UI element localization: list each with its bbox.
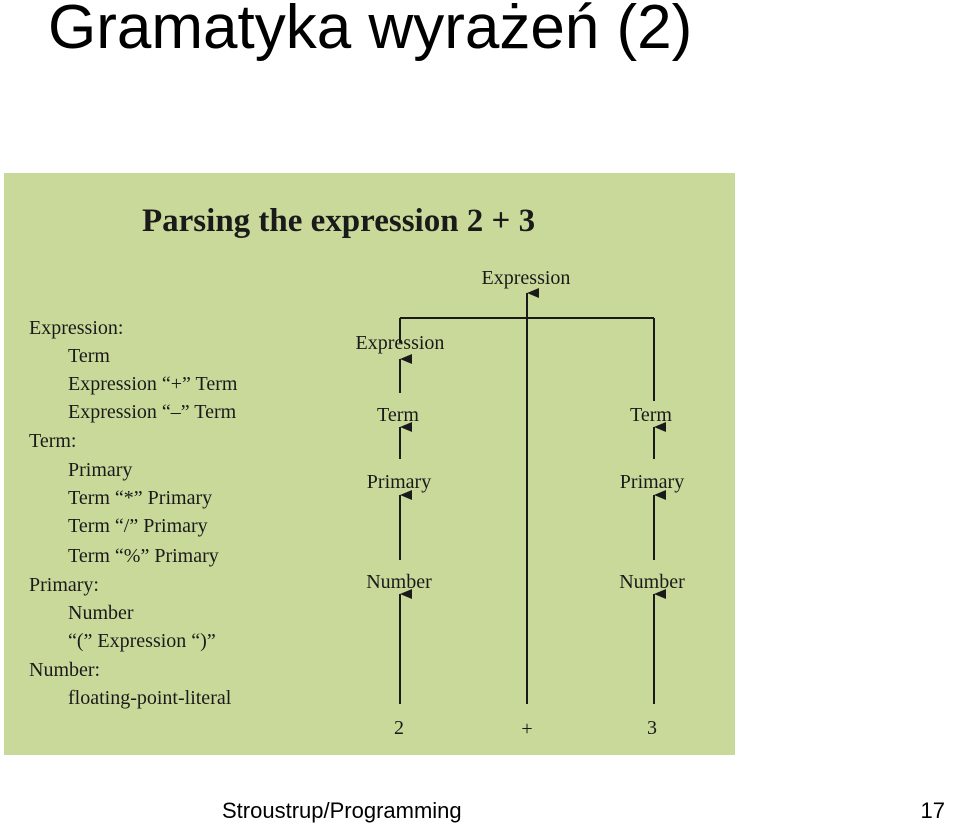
tree-node-primary: Primary (620, 471, 684, 493)
tree-node-term: Term (630, 404, 672, 426)
token-3: 3 (647, 717, 657, 739)
slide-title: Gramatyka wyrażeń (2) (48, 0, 693, 62)
grammar-rule-number: Number: (29, 659, 100, 681)
parse-tree-nodes: Expression Expression Term Primary Numbe… (356, 267, 686, 740)
grammar-alternative: floating-point-literal (68, 687, 232, 709)
parse-diagram: Parsing the expression 2 + 3 Expression:… (4, 173, 735, 755)
grammar-alternative: Term (68, 345, 110, 367)
grammar-alternative: “(” Expression “)” (68, 630, 216, 652)
token-plus: + (521, 718, 532, 740)
grammar-alternative: Number (68, 602, 134, 624)
parse-tree-edges (399, 288, 666, 704)
grammar-alternative: Primary (68, 459, 132, 481)
tree-node-number: Number (619, 571, 685, 593)
token-2: 2 (394, 717, 404, 739)
grammar-alternative: Expression “+” Term (68, 373, 238, 395)
tree-node-root-expression: Expression (482, 267, 571, 289)
footer-source: Stroustrup/Programming (222, 798, 462, 823)
parse-diagram-panel: Parsing the expression 2 + 3 Expression:… (4, 173, 735, 755)
grammar-rule-primary: Primary: (29, 574, 99, 596)
tree-node-number: Number (366, 571, 432, 593)
tree-node-expression: Expression (356, 332, 445, 354)
page-number: 17 (920, 798, 945, 823)
grammar-alternative: Term “*” Primary (68, 487, 212, 509)
grammar-alternative: Expression “–” Term (68, 401, 237, 423)
grammar-rules: Expression: Term Expression “+” Term Exp… (29, 317, 238, 709)
grammar-rule-expression: Expression: (29, 317, 123, 339)
panel-background (4, 173, 735, 755)
grammar-rule-term: Term: (29, 430, 76, 452)
diagram-heading: Parsing the expression 2 + 3 (142, 203, 535, 239)
tree-node-term: Term (377, 404, 419, 426)
grammar-alternative: Term “%” Primary (68, 545, 219, 567)
tree-node-primary: Primary (367, 471, 431, 493)
grammar-alternative: Term “/” Primary (68, 515, 208, 537)
